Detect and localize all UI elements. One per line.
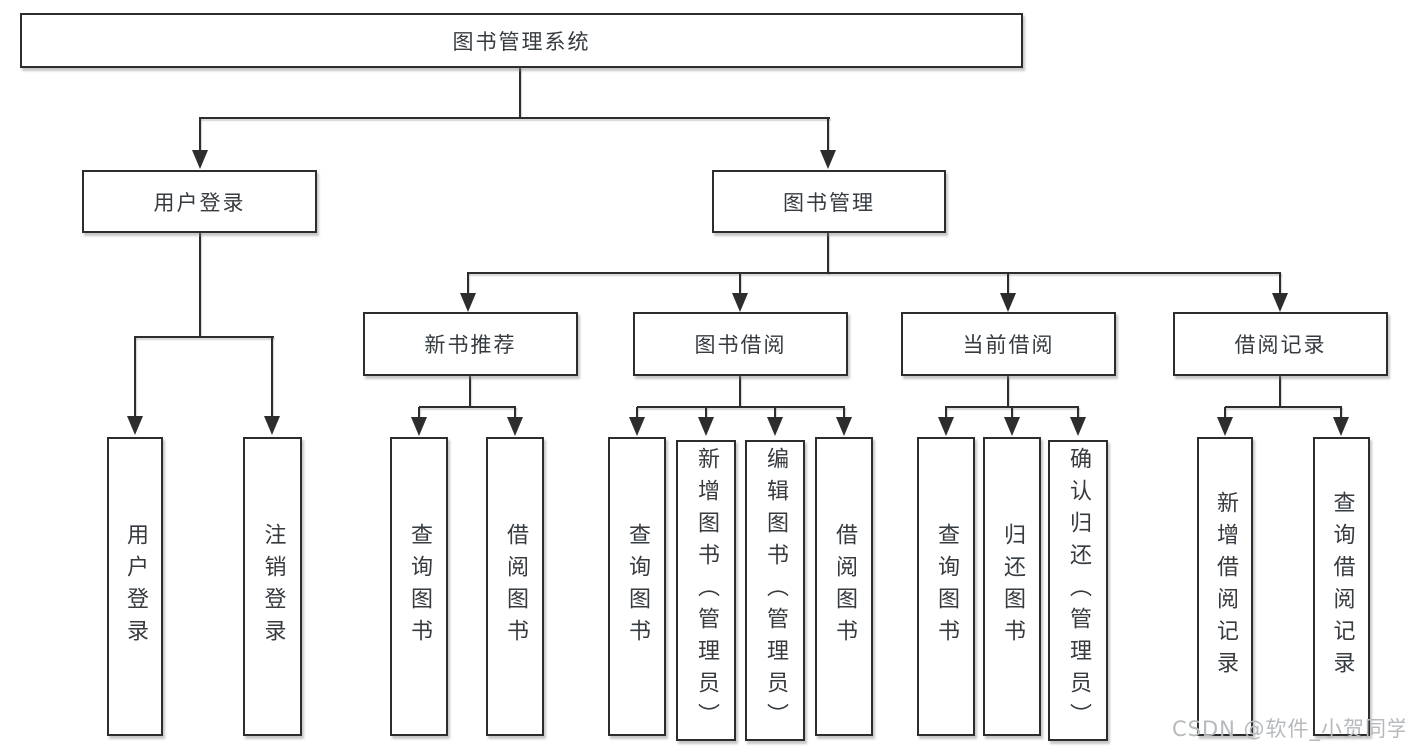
leaf-borrowing-borrow: 借阅图书	[815, 437, 873, 736]
leaf-current-confirm: 确认归还（管理员）	[1048, 440, 1108, 741]
leaf-new-books-query-label: 查询图书	[407, 522, 432, 651]
connector-root-bar	[199, 117, 830, 119]
leaf-borrowing-edit-label: 编辑图书（管理员）	[763, 446, 788, 735]
connector-drop-records	[1279, 273, 1281, 295]
arrowhead-leaf	[698, 417, 714, 436]
node-user-login: 用户登录	[82, 170, 317, 233]
leaf-borrowing-edit: 编辑图书（管理员）	[745, 440, 805, 741]
arrowhead-new-books	[460, 293, 476, 312]
node-book-mgmt-label: 图书管理	[783, 190, 875, 215]
arrowhead-leaf	[1333, 417, 1349, 436]
connector-drop-leaf	[514, 407, 516, 419]
arrowhead-leaf	[411, 417, 427, 436]
leaf-login: 用户登录	[107, 437, 163, 736]
arrowhead-records	[1272, 293, 1288, 312]
node-new-books-label: 新书推荐	[424, 333, 517, 357]
connector-borrowing-bar	[637, 406, 845, 408]
node-book-mgmt: 图书管理	[712, 170, 946, 233]
connector-records-bar	[1225, 406, 1342, 408]
leaf-records-query: 查询借阅记录	[1313, 437, 1370, 736]
arrowhead-user-login	[192, 150, 208, 169]
leaf-records-add: 新增借阅记录	[1197, 437, 1253, 736]
connector-drop-leaf	[1011, 407, 1013, 419]
arrowhead-leaf	[1070, 417, 1086, 436]
connector-user-login-bar	[134, 336, 274, 338]
leaf-current-query-label: 查询图书	[934, 522, 959, 651]
node-user-login-label: 用户登录	[153, 190, 246, 215]
connector-drop-leaf	[705, 407, 707, 419]
node-root: 图书管理系统	[20, 13, 1023, 68]
connector-drop-new-books	[467, 273, 469, 295]
leaf-records-query-label: 查询借阅记录	[1329, 490, 1355, 683]
arrowhead-borrowing	[732, 293, 748, 312]
node-root-label: 图书管理系统	[452, 29, 591, 54]
node-records: 借阅记录	[1173, 312, 1388, 376]
connector-book-mgmt-stem	[827, 233, 829, 274]
leaf-borrowing-add-label: 新增图书（管理员）	[694, 446, 719, 735]
connector-drop-login	[134, 337, 136, 417]
node-records-label: 借阅记录	[1234, 333, 1327, 357]
connector-drop-leaf	[945, 407, 947, 419]
connector-drop-user-login	[199, 118, 201, 152]
connector-drop-logout	[271, 337, 273, 417]
connector-drop-leaf	[1340, 407, 1342, 419]
leaf-logout-label: 注销登录	[260, 522, 286, 651]
connector-drop-book-mgmt	[827, 118, 829, 152]
leaf-borrowing-query-label: 查询图书	[625, 522, 650, 651]
leaf-borrowing-query: 查询图书	[608, 437, 666, 736]
connector-drop-current	[1007, 273, 1009, 295]
arrowhead-leaf	[1217, 417, 1233, 436]
leaf-new-books-borrow: 借阅图书	[486, 437, 544, 736]
connector-book-mgmt-bar	[467, 272, 1281, 274]
connector-current-stem	[1007, 376, 1009, 407]
leaf-new-books-query: 查询图书	[390, 437, 448, 736]
node-borrowing: 图书借阅	[633, 312, 848, 376]
connector-drop-leaf	[1077, 407, 1079, 419]
arrowhead-leaf	[1004, 417, 1020, 436]
csdn-watermark: CSDN @软件_小贺同学	[1172, 717, 1405, 741]
leaf-records-add-label: 新增借阅记录	[1213, 490, 1238, 683]
arrowhead-leaf	[767, 417, 783, 436]
arrowhead-leaf	[836, 417, 852, 436]
leaf-login-label: 用户登录	[123, 522, 148, 651]
connector-new-books-stem	[469, 376, 471, 407]
leaf-current-return-label: 归还图书	[1000, 522, 1025, 651]
connector-root-stem	[519, 68, 521, 118]
connector-drop-leaf	[1224, 407, 1226, 419]
arrowhead-login	[127, 416, 143, 435]
leaf-current-confirm-label: 确认归还（管理员）	[1066, 446, 1091, 735]
arrowhead-book-mgmt	[820, 150, 836, 169]
arrowhead-current	[1000, 293, 1016, 312]
connector-user-login-stem	[199, 233, 201, 337]
node-new-books: 新书推荐	[363, 312, 578, 376]
node-current: 当前借阅	[901, 312, 1116, 376]
connector-drop-borrowing	[739, 273, 741, 295]
leaf-logout: 注销登录	[243, 437, 302, 736]
leaf-current-return: 归还图书	[983, 437, 1041, 736]
arrowhead-leaf	[629, 417, 645, 436]
connector-new-books-bar	[419, 406, 516, 408]
arrowhead-logout	[264, 416, 280, 435]
leaf-borrowing-borrow-label: 借阅图书	[832, 522, 857, 651]
connector-drop-leaf	[636, 407, 638, 419]
connector-drop-leaf	[418, 407, 420, 419]
leaf-current-query: 查询图书	[917, 437, 975, 736]
node-borrowing-label: 图书借阅	[694, 333, 787, 357]
arrowhead-leaf	[507, 417, 523, 436]
arrowhead-leaf	[938, 417, 954, 436]
connector-drop-leaf	[843, 407, 845, 419]
connector-drop-leaf	[774, 407, 776, 419]
connector-borrowing-stem	[739, 376, 741, 407]
connector-records-stem	[1279, 376, 1281, 407]
leaf-new-books-borrow-label: 借阅图书	[503, 522, 528, 651]
node-current-label: 当前借阅	[962, 333, 1055, 357]
leaf-borrowing-add: 新增图书（管理员）	[676, 440, 736, 741]
